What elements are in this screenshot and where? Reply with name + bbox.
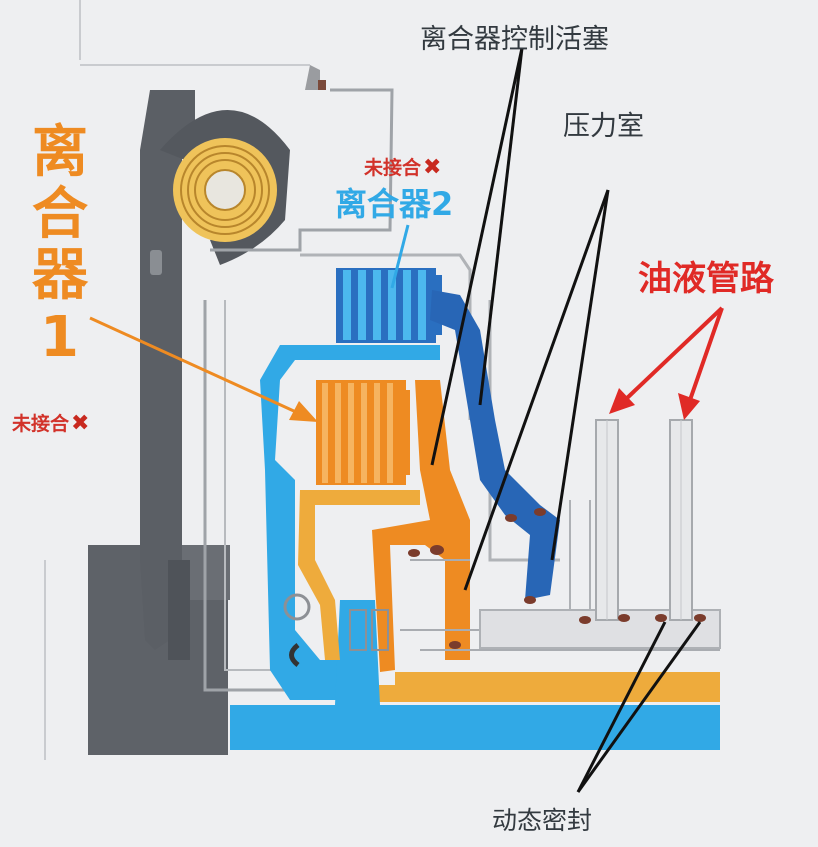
- clutch2-status-text: 未接合: [364, 157, 422, 179]
- dynamic-seal-label: 动态密封: [492, 806, 593, 835]
- pressure-chamber-label: 压力室: [563, 111, 644, 142]
- clutch2-carrier: [260, 345, 440, 700]
- clutch2-status: 未接合✖: [364, 157, 441, 179]
- clutch1-char-3: 器: [32, 243, 88, 309]
- drive-hub: [140, 90, 195, 650]
- clutch1-char-1: 离: [32, 120, 88, 185]
- clutch1-arrow: [89, 316, 318, 422]
- close-x-icon: ✖: [71, 411, 90, 436]
- clutch1-status-text: 未接合: [12, 413, 70, 435]
- clutch1-status: 未接合✖: [12, 413, 89, 435]
- seals: [283, 508, 706, 667]
- clutch2-piston: [430, 290, 560, 600]
- oil-line-tubes: [595, 419, 693, 621]
- clutch2-leader: [390, 224, 410, 289]
- clutch1-char-4: 1: [40, 304, 79, 370]
- clutch1-plates: [316, 380, 410, 485]
- clutch1-char-2: 合: [32, 181, 88, 247]
- clutch2-plates: [336, 268, 442, 343]
- control-piston-label: 离合器控制活塞: [420, 24, 609, 55]
- leader-lines: [430, 47, 702, 793]
- clutch1-label: 离 合 器 1: [32, 122, 102, 368]
- outer-shaft: [230, 705, 720, 750]
- close-x-icon: ✖: [423, 155, 442, 180]
- clutch2-label: 离合器2: [335, 185, 454, 223]
- oil-line-arrows: [609, 306, 724, 420]
- clutch1-piston: [372, 380, 470, 672]
- damper-gear: [173, 138, 277, 242]
- oil-lines-label: 油液管路: [638, 259, 774, 299]
- clutch1-carrier: [298, 490, 420, 660]
- inner-shaft: [395, 672, 720, 702]
